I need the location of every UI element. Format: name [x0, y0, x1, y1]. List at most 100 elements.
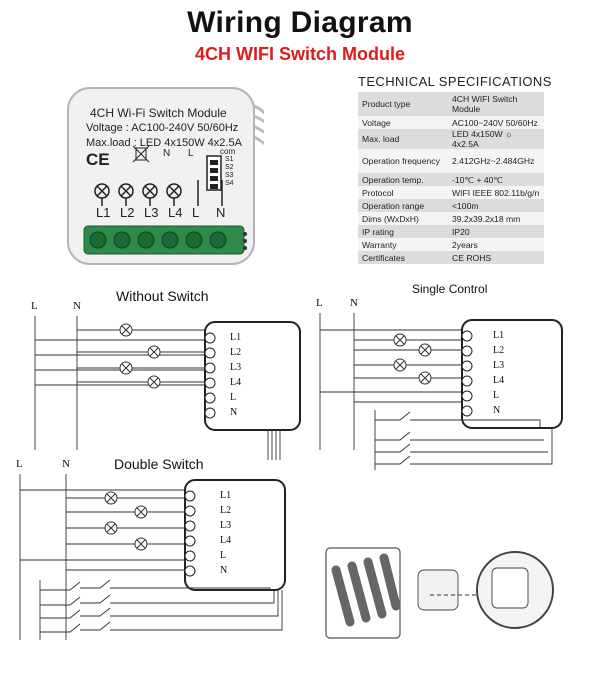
diagram-terminal-label: L1	[493, 330, 505, 341]
module-name: 4CH Wi-Fi Switch Module	[90, 106, 227, 120]
spec-value: 2.412GHz~2.484GHz	[448, 149, 544, 173]
spec-value: <100m	[448, 199, 544, 212]
spec-value: 2years	[448, 238, 544, 251]
module-load: Max.load : LED 4x150W 4x2.5A	[86, 137, 242, 149]
terminal-screw	[461, 360, 473, 372]
terminal-screw	[204, 332, 216, 344]
bulb-icon	[134, 537, 148, 551]
spec-value: WIFI IEEE 802.11b/g/n	[448, 186, 544, 199]
diagram-terminal-label: L2	[230, 347, 242, 358]
terminal-screw	[184, 490, 196, 502]
without-switch-title: Without Switch	[116, 288, 209, 304]
single-control-title: Single Control	[412, 282, 488, 296]
module-l-label: L	[188, 148, 194, 159]
terminal-screw	[461, 390, 473, 402]
module-voltage: Voltage : AC100-240V 50/60Hz	[86, 122, 239, 134]
spec-value: 39.2x39.2x18 mm	[448, 212, 544, 225]
terminal-screw	[204, 362, 216, 374]
diagram-terminal-label: L	[230, 392, 237, 403]
sc-neutral-label: N	[350, 297, 358, 309]
diagram-terminal-label: L3	[493, 360, 505, 371]
terminal-screw	[184, 565, 196, 577]
terminal-screw	[184, 505, 196, 517]
diagram-terminal-label: L2	[220, 505, 232, 516]
spec-key: Protocol	[358, 186, 448, 199]
spec-key: Operation temp.	[358, 173, 448, 186]
diagram-terminal-label: L4	[230, 377, 242, 388]
bulb-icon	[134, 505, 148, 519]
spec-value: AC100~240V 50/60Hz	[448, 116, 544, 129]
terminal-screw	[461, 405, 473, 417]
diagram-terminal-label: N	[230, 407, 238, 418]
diagram-terminal-label: L3	[220, 520, 232, 531]
page-title: Wiring Diagram	[187, 6, 413, 39]
diagram-terminal-label: L3	[230, 362, 242, 373]
spec-key: Warranty	[358, 238, 448, 251]
module-terminal-label: L4	[168, 205, 183, 220]
diagram-terminal-label: L1	[220, 490, 232, 501]
module-terminal-label: L2	[120, 205, 135, 220]
module-terminal-label: L3	[144, 205, 159, 220]
ce-mark: CE	[86, 150, 110, 169]
bulb-icon	[119, 361, 133, 375]
ws-live-label: L	[31, 300, 38, 312]
spec-key: Max. load	[358, 129, 448, 149]
spec-value: LED 4x150W ☼ 4x2.5A	[448, 129, 544, 149]
module-s2-label: S2	[225, 164, 234, 171]
spec-key: Dims (WxDxH)	[358, 212, 448, 225]
spec-row: Operation temp.-10℃ + 40℃	[358, 173, 544, 186]
terminal-screw	[184, 520, 196, 532]
page-subtitle: 4CH WIFI Switch Module	[195, 44, 405, 64]
terminal-screw	[204, 392, 216, 404]
spec-value: IP20	[448, 225, 544, 238]
diagram-terminal-label: L1	[230, 332, 242, 343]
bulb-icon	[393, 358, 407, 372]
spec-key: Product type	[358, 92, 448, 116]
sc-live-label: L	[316, 297, 323, 309]
diagram-terminal-label: L2	[493, 345, 505, 356]
ds-neutral-label: N	[62, 458, 70, 470]
module-illustration	[67, 87, 264, 265]
ws-neutral-label: N	[73, 300, 81, 312]
terminal-screw	[461, 375, 473, 387]
diagram-terminal-label: L4	[220, 535, 232, 546]
ds-live-label: L	[16, 458, 23, 470]
bulb-icon	[418, 343, 432, 357]
bulb-icon	[393, 333, 407, 347]
specs-heading: TECHNICAL SPECIFICATIONS	[358, 74, 552, 89]
spec-key: Operation range	[358, 199, 448, 212]
diagram-terminal-label: L	[220, 550, 227, 561]
spec-row: Dims (WxDxH)39.2x39.2x18 mm	[358, 212, 544, 225]
spec-key: Certificates	[358, 251, 448, 264]
spec-row: Operation range<100m	[358, 199, 544, 212]
bulb-icon	[147, 345, 161, 359]
terminal-screw	[204, 377, 216, 389]
module-terminal-label: N	[216, 205, 226, 220]
terminal-screw	[184, 535, 196, 547]
module-s3-label: S3	[225, 172, 234, 179]
spec-value: -10℃ + 40℃	[448, 173, 544, 186]
spec-value: CE ROHS	[448, 251, 544, 264]
terminal-screw	[461, 345, 473, 357]
terminal-screw	[461, 330, 473, 342]
bulb-icon	[119, 323, 133, 337]
double-switch-title: Double Switch	[114, 456, 204, 472]
module-terminal-label: L1	[96, 205, 111, 220]
module-terminal-label: L	[192, 205, 200, 220]
spec-key: Operation frequency	[358, 149, 448, 173]
bulb-icon	[147, 375, 161, 389]
diagram-terminal-label: N	[220, 565, 228, 576]
module-s1-label: S1	[225, 156, 234, 163]
diagram-terminal-label: N	[493, 405, 501, 416]
diagram-terminal-label: L	[493, 390, 500, 401]
